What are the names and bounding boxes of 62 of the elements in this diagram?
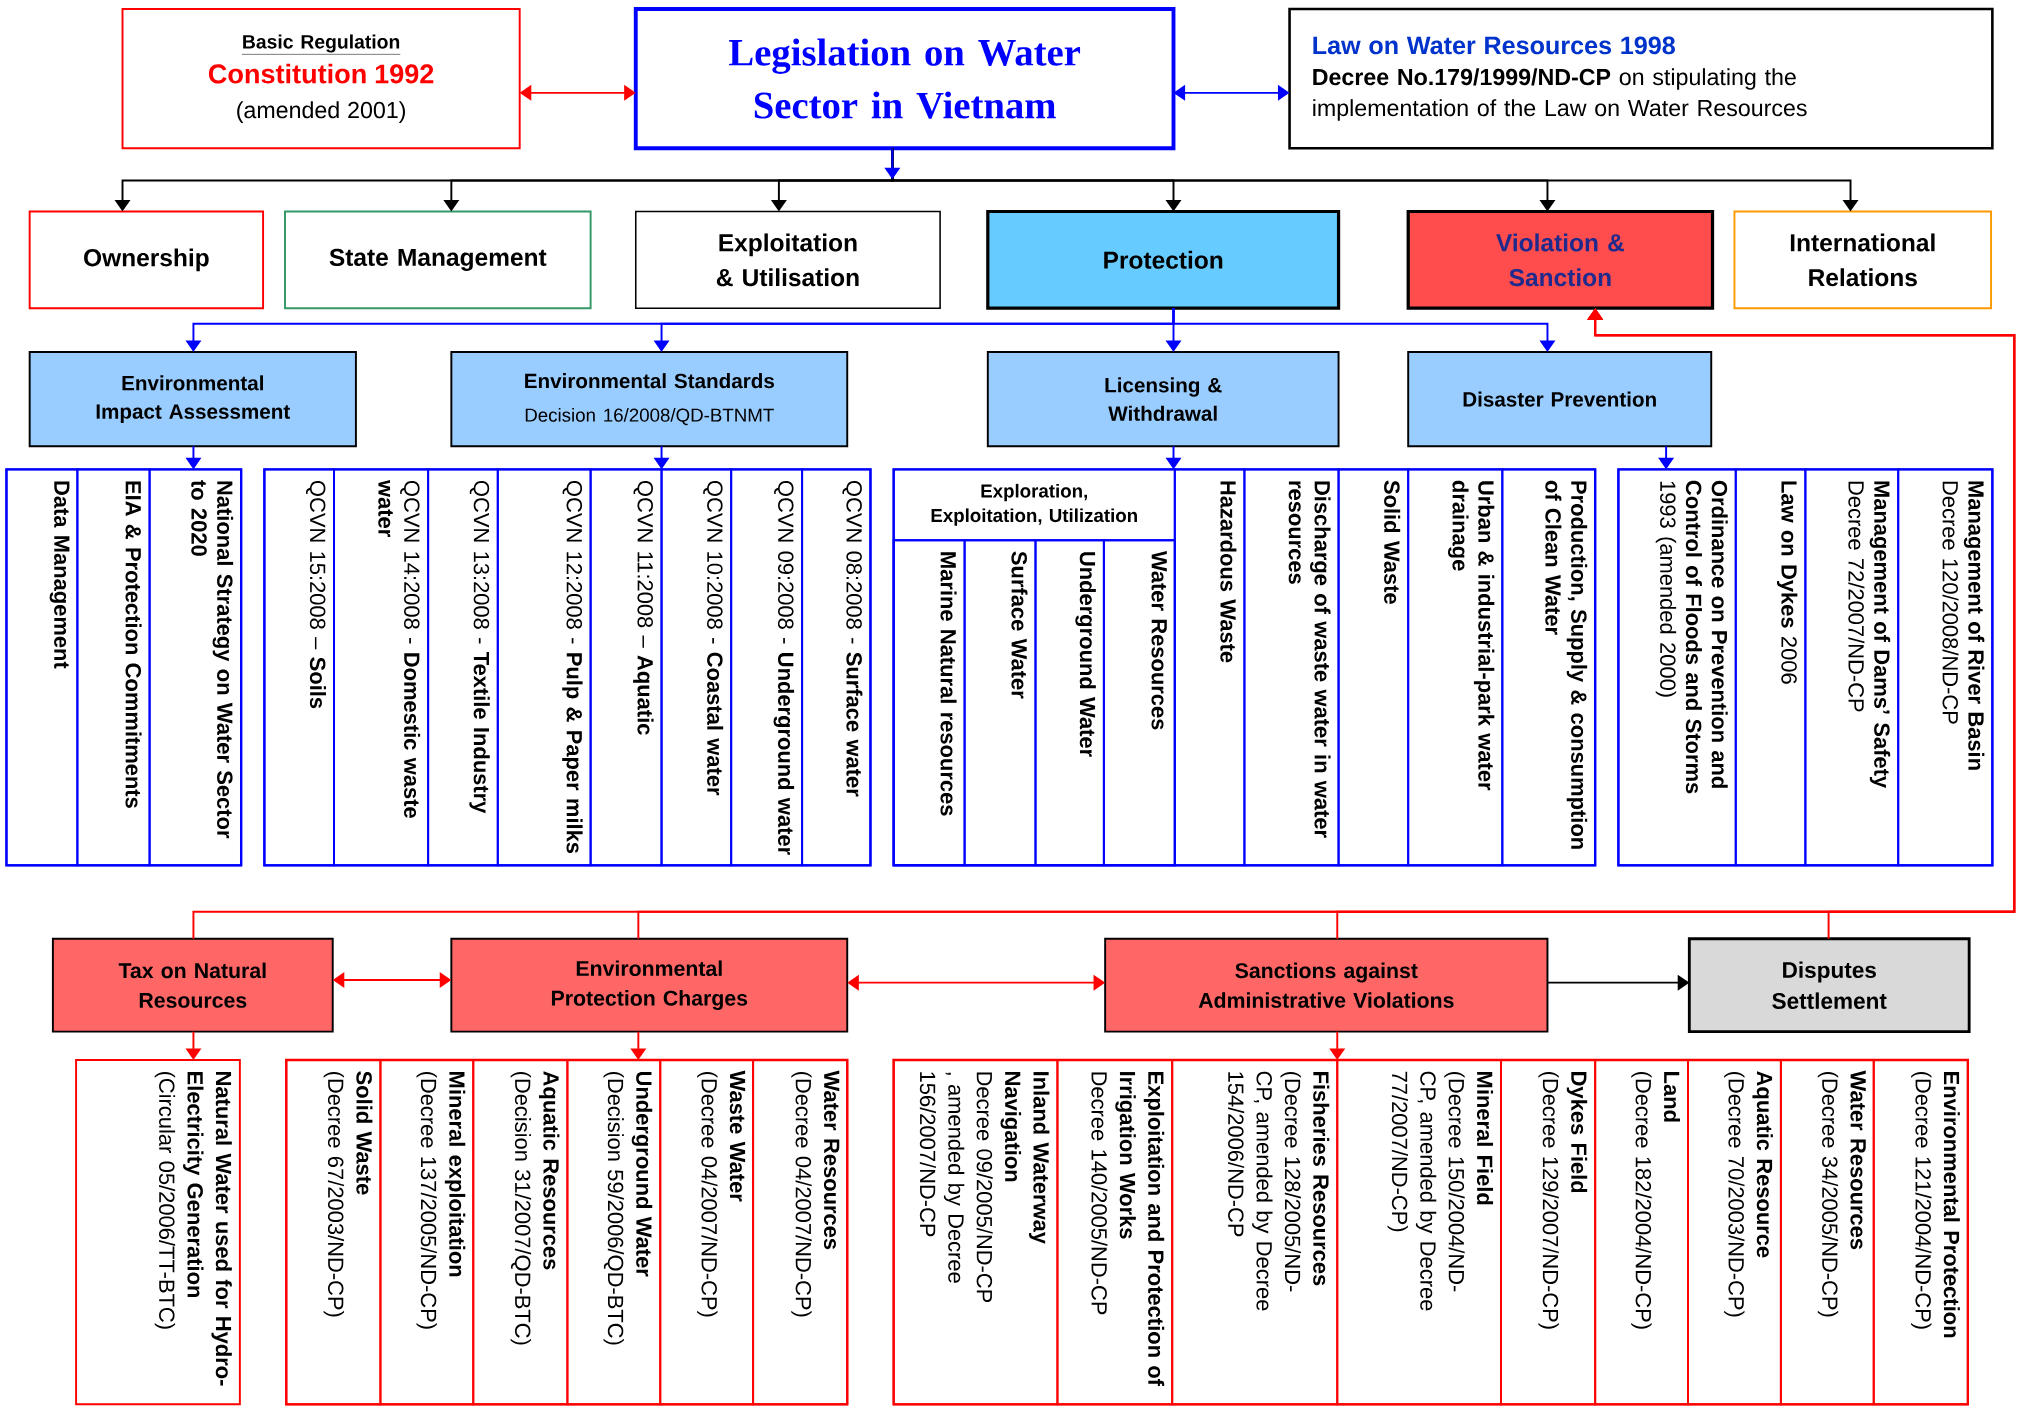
column-box: Mineral exploitation (Decree 137/2005/ND-CP) xyxy=(379,1058,475,1406)
category-box: International Relations xyxy=(1733,210,1993,310)
topic-box: Licensing & Withdrawal xyxy=(986,351,1340,448)
title-box: Legislation on Water Sector in Vietnam xyxy=(633,7,1176,151)
column-box: Surface Water xyxy=(963,539,1037,867)
column-box: QCVN 13:2008 - Textile Industry xyxy=(427,468,499,867)
category-box: Ownership xyxy=(28,210,265,310)
topic-box: Disputes Settlement xyxy=(1687,937,1971,1033)
column-box: Fisheries Resources (Decree 128/2005/ND-CP, amended by Decree 154/2006/ND-CP xyxy=(1171,1058,1339,1406)
law-box: Law on Water Resources 1998 Decree No.179/1999/ND-CP on stipulating the implementation of the Law on Water Resources xyxy=(1288,7,1994,150)
column-box: Water Resources (Decree 34/2005/ND-CP) xyxy=(1779,1058,1875,1406)
column-box: Underground Water xyxy=(1034,539,1105,867)
column-box: Exploitation and Protection of Irrigation Works Decree 140/2005/ND-CP xyxy=(1056,1058,1174,1406)
column-box: Urban & industrial-park water drainage xyxy=(1407,468,1504,867)
column-box: QCVN 11:2008 – Aquatic xyxy=(589,468,663,867)
topic-box: Tax on Natural Resources xyxy=(51,937,334,1033)
column-group-frame xyxy=(5,468,243,867)
column-box: QCVN 09:2008 - Underground water xyxy=(730,468,804,867)
column-box: Solid Waste xyxy=(1337,468,1410,867)
column-box: Data Management xyxy=(5,468,79,867)
column-box: Land (Decree 182/2004/ND-CP) xyxy=(1594,1058,1689,1406)
category-box: State Management xyxy=(284,210,592,310)
column-box: QCVN 12:2008 - Pulp & Paper milks xyxy=(496,468,592,867)
column-box: Management of River Basin Decree 120/2008/ND-CP xyxy=(1897,468,1994,867)
regulation-box: Basic Regulation Constitution 1992 (amended 2001) xyxy=(121,8,521,150)
topic-box: Environmental Standards Decision 16/2008/QD-BTNMT xyxy=(450,351,849,448)
column-box: Management of Dams’ Safety Decree 72/2007/ND-CP xyxy=(1804,468,1900,867)
column-box: QCVN 08:2008 - Surface water xyxy=(801,468,872,867)
category-box: Protection xyxy=(986,209,1341,310)
category-box: Violation & Sanction xyxy=(1406,209,1715,310)
topic-box: Environmental Protection Charges xyxy=(450,937,849,1033)
column-box: Aquatic Resource (Decree 70/2003/ND-CP) xyxy=(1687,1058,1782,1406)
arrow xyxy=(1172,307,1556,352)
arrow xyxy=(1587,308,2016,940)
column-box: Law on Dykes 2006 xyxy=(1734,468,1807,867)
column-box: National Strategy on Water Sector to 2020 xyxy=(148,468,243,867)
column-box: Dykes Field (Decree 129/2007/ND-CP) xyxy=(1500,1058,1597,1406)
column-group-frame xyxy=(1617,468,1994,867)
column-group-frame xyxy=(263,468,872,867)
column-box: Water Resources xyxy=(1102,539,1176,867)
column-box: Solid Waste (Decree 67/2003/ND-CP) xyxy=(285,1058,382,1406)
column-box: Production, Supply & consumption of Clean Water xyxy=(1501,468,1597,867)
column-box: Mineral Field (Decree 150/2004/ND-CP, amended by Decree 77/2007/ND-CP) xyxy=(1336,1058,1502,1406)
column-box: EIA & Protection Commitments xyxy=(76,468,151,867)
column-box: Discharge of waste water in water resources xyxy=(1243,468,1340,867)
column-box: Aquatic Resources (Decision 31/2007/QD-BTC) xyxy=(472,1058,569,1406)
column-box: Natural Water used for Hydro-Electricity Generation (Circular 05/2006/TT-BTC) xyxy=(75,1058,241,1406)
column-box: Ordinance on Prevention and Control of Floods and Storms 1993 (amended 2000) xyxy=(1617,468,1737,867)
topic-box: Sanctions against Administrative Violations xyxy=(1104,937,1549,1033)
column-box: QCVN 14:2008 - Domestic waste water xyxy=(333,468,430,867)
column-box: QCVN 10:2008 - Coastal water xyxy=(660,468,733,867)
category-box: Exploitation & Utilisation xyxy=(634,210,941,309)
column-box: QCVN 15:2008 – Soils xyxy=(263,468,335,867)
column-box: Underground Water (Decision 59/2006/QD-BTC) xyxy=(566,1058,662,1406)
column-box: Hazardous Waste xyxy=(1173,468,1246,867)
topic-box: Environmental Impact Assessment xyxy=(28,351,357,448)
column-box: Inland Waterway Navigation Decree 09/2005/ND-CP , amended by Decree 156/2007/ND-CP xyxy=(892,1058,1059,1406)
column-box: Water Resources (Decree 04/2007/ND-CP) xyxy=(752,1058,849,1406)
column-box: Environmental Protection (Decree 121/2004/ND-CP) xyxy=(1872,1058,1969,1406)
topic-box: Disaster Prevention xyxy=(1407,351,1713,448)
column-box: Marine Natural resources xyxy=(892,539,966,867)
column-box: Waste Water (Decree 04/2007/ND-CP) xyxy=(659,1058,755,1406)
